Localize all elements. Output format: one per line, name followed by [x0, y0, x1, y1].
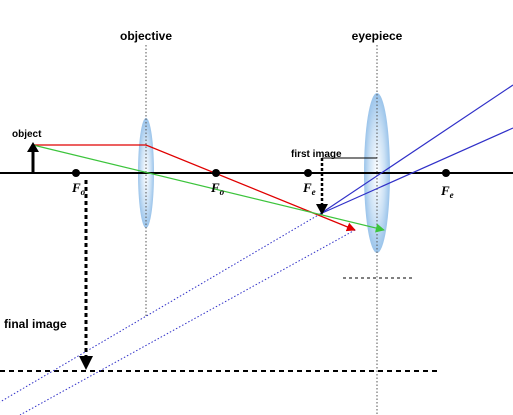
- blue-ray-upper: [319, 84, 513, 215]
- green-ray: [32, 144, 385, 233]
- final-image-label: final image: [4, 317, 67, 331]
- red-ray: [33, 144, 356, 232]
- first-image-label: first image: [291, 149, 342, 160]
- blue-dotted-ray-upper: [0, 213, 321, 403]
- blue-ray-lower: [319, 127, 513, 215]
- focal-label-fo-left: Fo: [71, 180, 86, 197]
- final-image-arrow-head: [79, 356, 93, 370]
- objective-label: objective: [120, 29, 172, 43]
- focal-label-fe-left: Fe: [302, 180, 316, 197]
- focal-dot-fe-left: [304, 169, 312, 177]
- focal-dot-fo-left: [72, 169, 80, 177]
- focal-label-fe-right: Fe: [440, 183, 454, 200]
- first-image-arrow-head: [316, 204, 328, 215]
- focal-label-fo-right: Fo: [210, 180, 225, 197]
- eyepiece-label: eyepiece: [352, 29, 403, 43]
- object-label: object: [12, 129, 42, 140]
- blue-dotted-ray-lower: [19, 229, 356, 415]
- focal-dot-fe-right: [442, 169, 450, 177]
- object-arrow-head: [27, 142, 39, 152]
- focal-dot-fo-right: [212, 169, 220, 177]
